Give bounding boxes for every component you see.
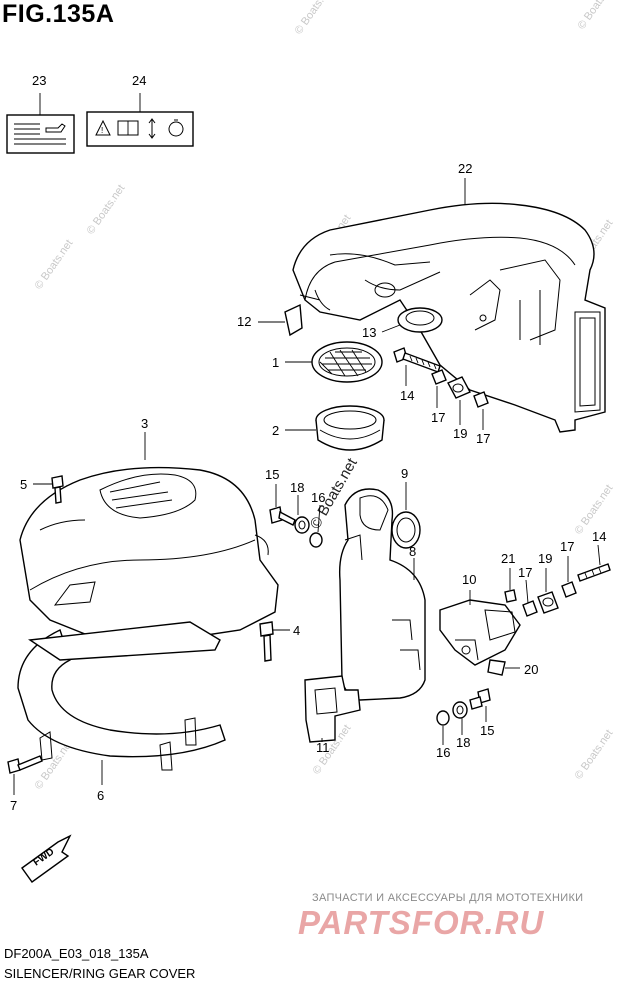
part-7-bolt <box>7 755 43 795</box>
part-label: 17 <box>560 539 574 554</box>
manual-icon <box>117 120 139 136</box>
part-label: 18 <box>456 735 470 750</box>
part-label: 12 <box>237 314 251 329</box>
part-label: 4 <box>293 623 300 638</box>
part-label: 22 <box>458 161 472 176</box>
part-17-collar <box>561 556 577 598</box>
part-21-bolt <box>504 568 517 603</box>
part-label: 14 <box>592 529 606 544</box>
part-12-clip <box>258 303 303 337</box>
part-16-collar <box>436 710 450 745</box>
part-8-silencer-body <box>338 488 426 701</box>
part-5-bolt <box>33 475 64 504</box>
part-17-collar <box>522 579 538 617</box>
part-label: 11 <box>316 740 330 755</box>
part-label: 24 <box>132 73 146 88</box>
part-label: 5 <box>20 477 27 492</box>
warning-icon: ! <box>95 119 111 136</box>
svg-text:!: ! <box>101 126 103 135</box>
fwd-arrow: FWD <box>21 834 72 883</box>
brand-logo: PARTSFOR.RU <box>298 904 545 941</box>
part-14-bolt <box>577 544 611 582</box>
part-label: 21 <box>501 551 515 566</box>
part-label: 15 <box>480 723 494 738</box>
part-15-bolt <box>269 484 296 526</box>
brand-tagline: ЗАПЧАСТИ И АКСЕССУАРЫ ДЛЯ МОТОТЕХНИКИ <box>312 892 584 904</box>
part-label: 10 <box>462 572 476 587</box>
clock-icon <box>168 119 184 137</box>
watermark: © Boats.net <box>293 0 336 37</box>
part-label: 16 <box>436 745 450 760</box>
watermark: © Boats.net <box>573 728 616 782</box>
part-17-collar <box>431 369 447 408</box>
part-20-clip <box>487 659 520 676</box>
watermark: © Boats.net <box>33 238 76 292</box>
part-10-mount-bracket <box>439 590 521 666</box>
part-23-label-decal <box>6 93 75 154</box>
part-14-bolt <box>393 347 441 386</box>
part-6-ring-gear-cover <box>17 621 226 785</box>
part-label: 19 <box>538 551 552 566</box>
part-16-collar <box>309 504 323 548</box>
part-1-filter-screen <box>285 341 383 383</box>
part-19-grommet <box>447 376 471 425</box>
part-11-bracket <box>304 675 361 743</box>
part-13-grommet <box>381 307 443 333</box>
part-label: 17 <box>476 431 490 446</box>
watermark: © Boats.net <box>85 183 128 237</box>
part-label: 15 <box>265 467 279 482</box>
part-24-caution-decal: ! <box>86 93 194 147</box>
part-label: 16 <box>311 490 325 505</box>
part-label: 14 <box>400 388 414 403</box>
part-4-bolt <box>259 621 290 662</box>
part-label: 1 <box>272 355 279 370</box>
part-label: 9 <box>401 466 408 481</box>
part-label: 23 <box>32 73 46 88</box>
watermark: © Boats.net <box>576 0 618 32</box>
part-label: 17 <box>431 410 445 425</box>
part-label: 3 <box>141 416 148 431</box>
part-19-grommet <box>537 568 559 614</box>
figure-name: SILENCER/RING GEAR COVER <box>4 966 196 981</box>
part-17-collar <box>473 391 489 430</box>
part-22-silencer-case <box>292 178 606 433</box>
part-labels: 23 24 22 12 13 1 14 17 19 17 2 3 5 15 18… <box>10 73 606 813</box>
figure-title: FIG.135A <box>2 0 115 28</box>
part-18-grommet <box>452 701 468 735</box>
part-label: 8 <box>409 544 416 559</box>
part-label: 6 <box>97 788 104 803</box>
part-label: 13 <box>362 325 376 340</box>
part-18-grommet <box>294 495 310 534</box>
part-3-flywheel-cover <box>19 432 279 641</box>
part-9-seal <box>391 482 421 549</box>
oil-can-icon <box>45 123 66 133</box>
part-label: 20 <box>524 662 538 677</box>
arrow-icon <box>148 118 156 139</box>
part-label: 17 <box>518 565 532 580</box>
part-15-bolt <box>469 688 491 722</box>
part-label: 18 <box>290 480 304 495</box>
part-label: 19 <box>453 426 467 441</box>
part-label: 7 <box>10 798 17 813</box>
part-label: 2 <box>272 423 279 438</box>
figure-code: DF200A_E03_018_135A <box>4 946 149 961</box>
part-2-seal-ring <box>285 405 385 451</box>
